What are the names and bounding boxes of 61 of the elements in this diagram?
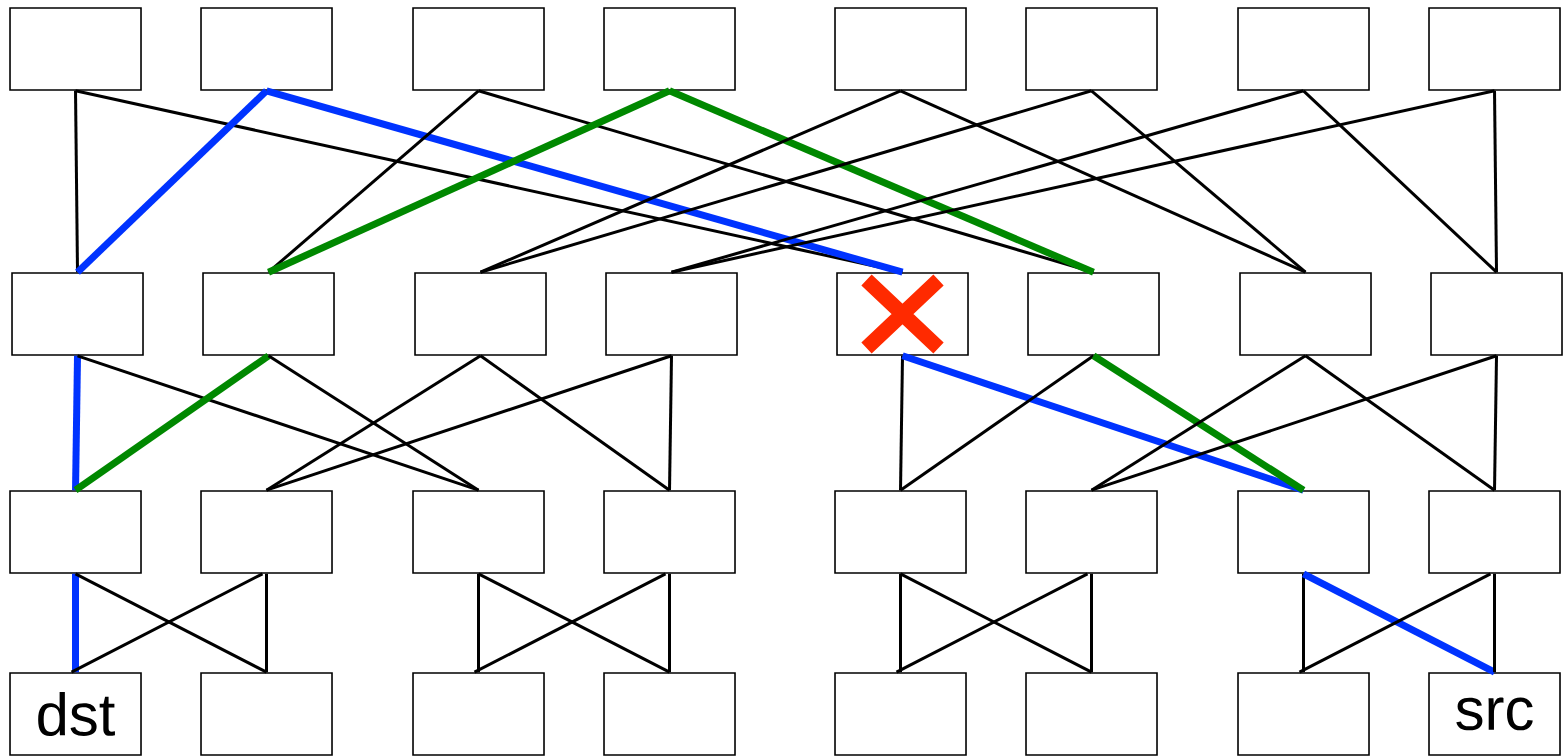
switch-box [1025, 672, 1158, 756]
link-line [668, 573, 671, 673]
switch-box [200, 490, 333, 574]
link-line [265, 87, 904, 276]
switch-box [603, 672, 736, 756]
link-line [1493, 355, 1498, 491]
link-line [1302, 573, 1305, 673]
link-line [72, 355, 81, 491]
switch-box [834, 672, 967, 756]
switch-box [1237, 672, 1370, 756]
switch-box [1237, 7, 1370, 91]
switch-box [1025, 7, 1158, 91]
switch-box [1237, 490, 1370, 574]
switch-box [200, 672, 333, 756]
link-line [1302, 89, 1498, 274]
switch-box [605, 272, 738, 356]
switch-box [1027, 272, 1160, 356]
switch-box [412, 490, 545, 574]
link-line [479, 354, 671, 492]
switch-box [11, 272, 144, 356]
link-line [671, 89, 1495, 274]
switch-box [412, 672, 545, 756]
link-line [1090, 89, 1307, 274]
switch-box [1428, 490, 1561, 574]
link-line [1091, 354, 1497, 492]
link-line [899, 355, 904, 491]
switch-box [603, 490, 736, 574]
switch-box [603, 7, 736, 91]
link-line [77, 354, 479, 492]
switch-box [1025, 490, 1158, 574]
link-line [1304, 354, 1496, 492]
switch-box [9, 7, 142, 91]
link-line [477, 573, 480, 673]
link-line [901, 352, 1305, 494]
switch-box [1430, 272, 1563, 356]
link-line [73, 352, 271, 494]
switch-box [9, 490, 142, 574]
switch-box [834, 490, 967, 574]
link-line [266, 354, 672, 492]
switch-box [202, 272, 335, 356]
link-line [267, 87, 671, 276]
link-line [899, 354, 1095, 492]
switch-box [412, 7, 545, 91]
switch-box: dst [9, 672, 142, 756]
switch-box [834, 7, 967, 91]
link-line [668, 355, 673, 491]
link-line [1493, 90, 1498, 273]
link-line [899, 89, 1307, 274]
switch-box [414, 272, 547, 356]
link-line [74, 90, 79, 273]
link-line [1493, 573, 1496, 673]
switch-box [1239, 272, 1372, 356]
link-line [265, 573, 268, 673]
switch-box [200, 7, 333, 91]
link-line [1090, 573, 1093, 673]
switch-box [1428, 7, 1561, 91]
link-line [899, 573, 902, 673]
link-line [72, 573, 79, 673]
link-line [75, 88, 269, 275]
switch-box: src [1428, 672, 1561, 756]
link-line [668, 87, 1095, 276]
